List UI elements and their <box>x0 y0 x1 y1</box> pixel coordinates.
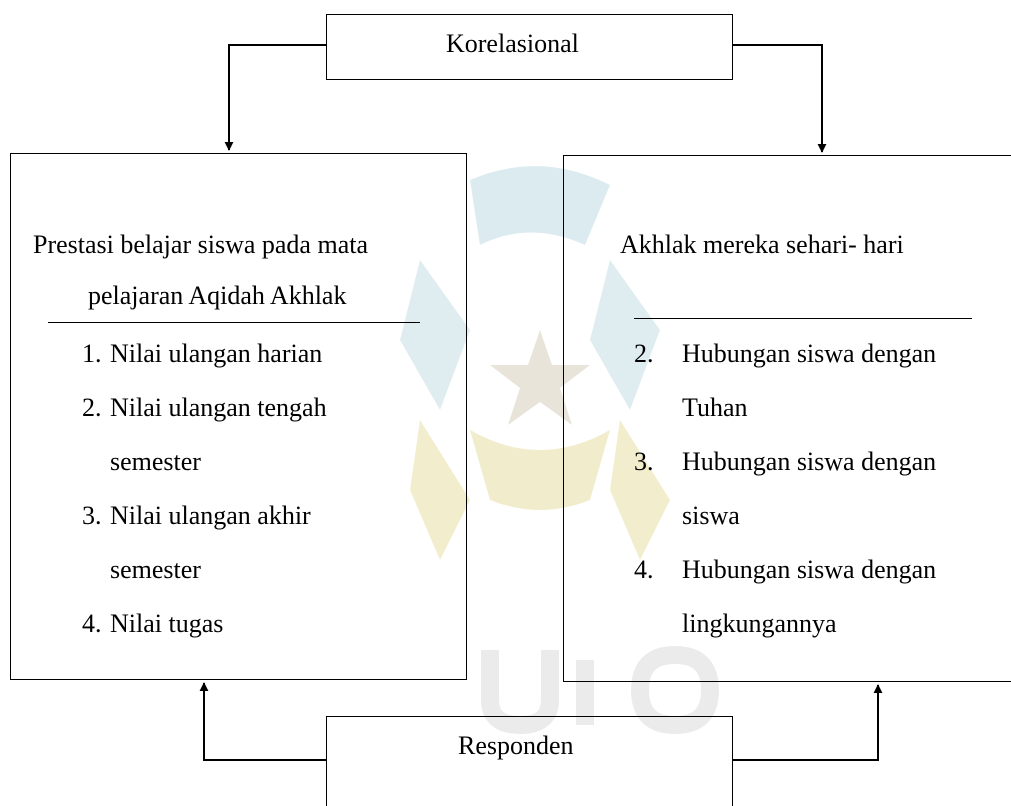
prestasi-item-number: 1. <box>82 339 102 368</box>
responden-label: Responden <box>458 731 574 760</box>
arrow-top-to-left-box <box>224 44 326 151</box>
akhlak-item-text-continued: lingkungannya <box>682 609 837 638</box>
prestasi-title-line-1: Prestasi belajar siswa pada mata <box>33 230 368 259</box>
prestasi-item-text-continued: semester <box>110 447 201 476</box>
korelasional-label: Korelasional <box>446 29 579 58</box>
arrow-bottom-to-right-box <box>733 684 883 761</box>
prestasi-item-text: Nilai ulangan harian <box>110 339 323 368</box>
akhlak-item-number: 3. <box>634 447 654 476</box>
prestasi-item-text: Nilai ulangan tengah <box>110 393 327 422</box>
prestasi-item-text: Nilai tugas <box>110 609 224 638</box>
akhlak-item-text-continued: siswa <box>682 501 740 530</box>
akhlak-item-text: Hubungan siswa dengan <box>682 555 937 584</box>
prestasi-item-text: Nilai ulangan akhir <box>110 501 311 530</box>
akhlak-item-text: Hubungan siswa dengan <box>682 447 937 476</box>
akhlak-title-underline <box>634 318 972 319</box>
prestasi-item-number: 2. <box>82 393 102 422</box>
prestasi-belajar-box <box>10 153 467 680</box>
akhlak-item-text: Hubungan siswa dengan <box>682 339 937 368</box>
akhlak-item-number: 2. <box>634 339 654 368</box>
prestasi-title-line-2: pelajaran Aqidah Akhlak <box>88 281 347 310</box>
arrow-top-to-right-box <box>733 44 827 153</box>
prestasi-item-number: 4. <box>82 609 102 638</box>
korelasional-box <box>326 14 733 80</box>
prestasi-item-number: 3. <box>82 501 102 530</box>
prestasi-title-underline <box>48 322 420 323</box>
responden-box <box>326 716 733 806</box>
arrow-bottom-to-left-box <box>199 682 326 761</box>
akhlak-title: Akhlak mereka sehari- hari <box>620 230 904 259</box>
prestasi-item-text-continued: semester <box>110 555 201 584</box>
akhlak-box <box>563 155 1011 682</box>
akhlak-item-number: 4. <box>634 555 654 584</box>
akhlak-item-text-continued: Tuhan <box>682 393 748 422</box>
